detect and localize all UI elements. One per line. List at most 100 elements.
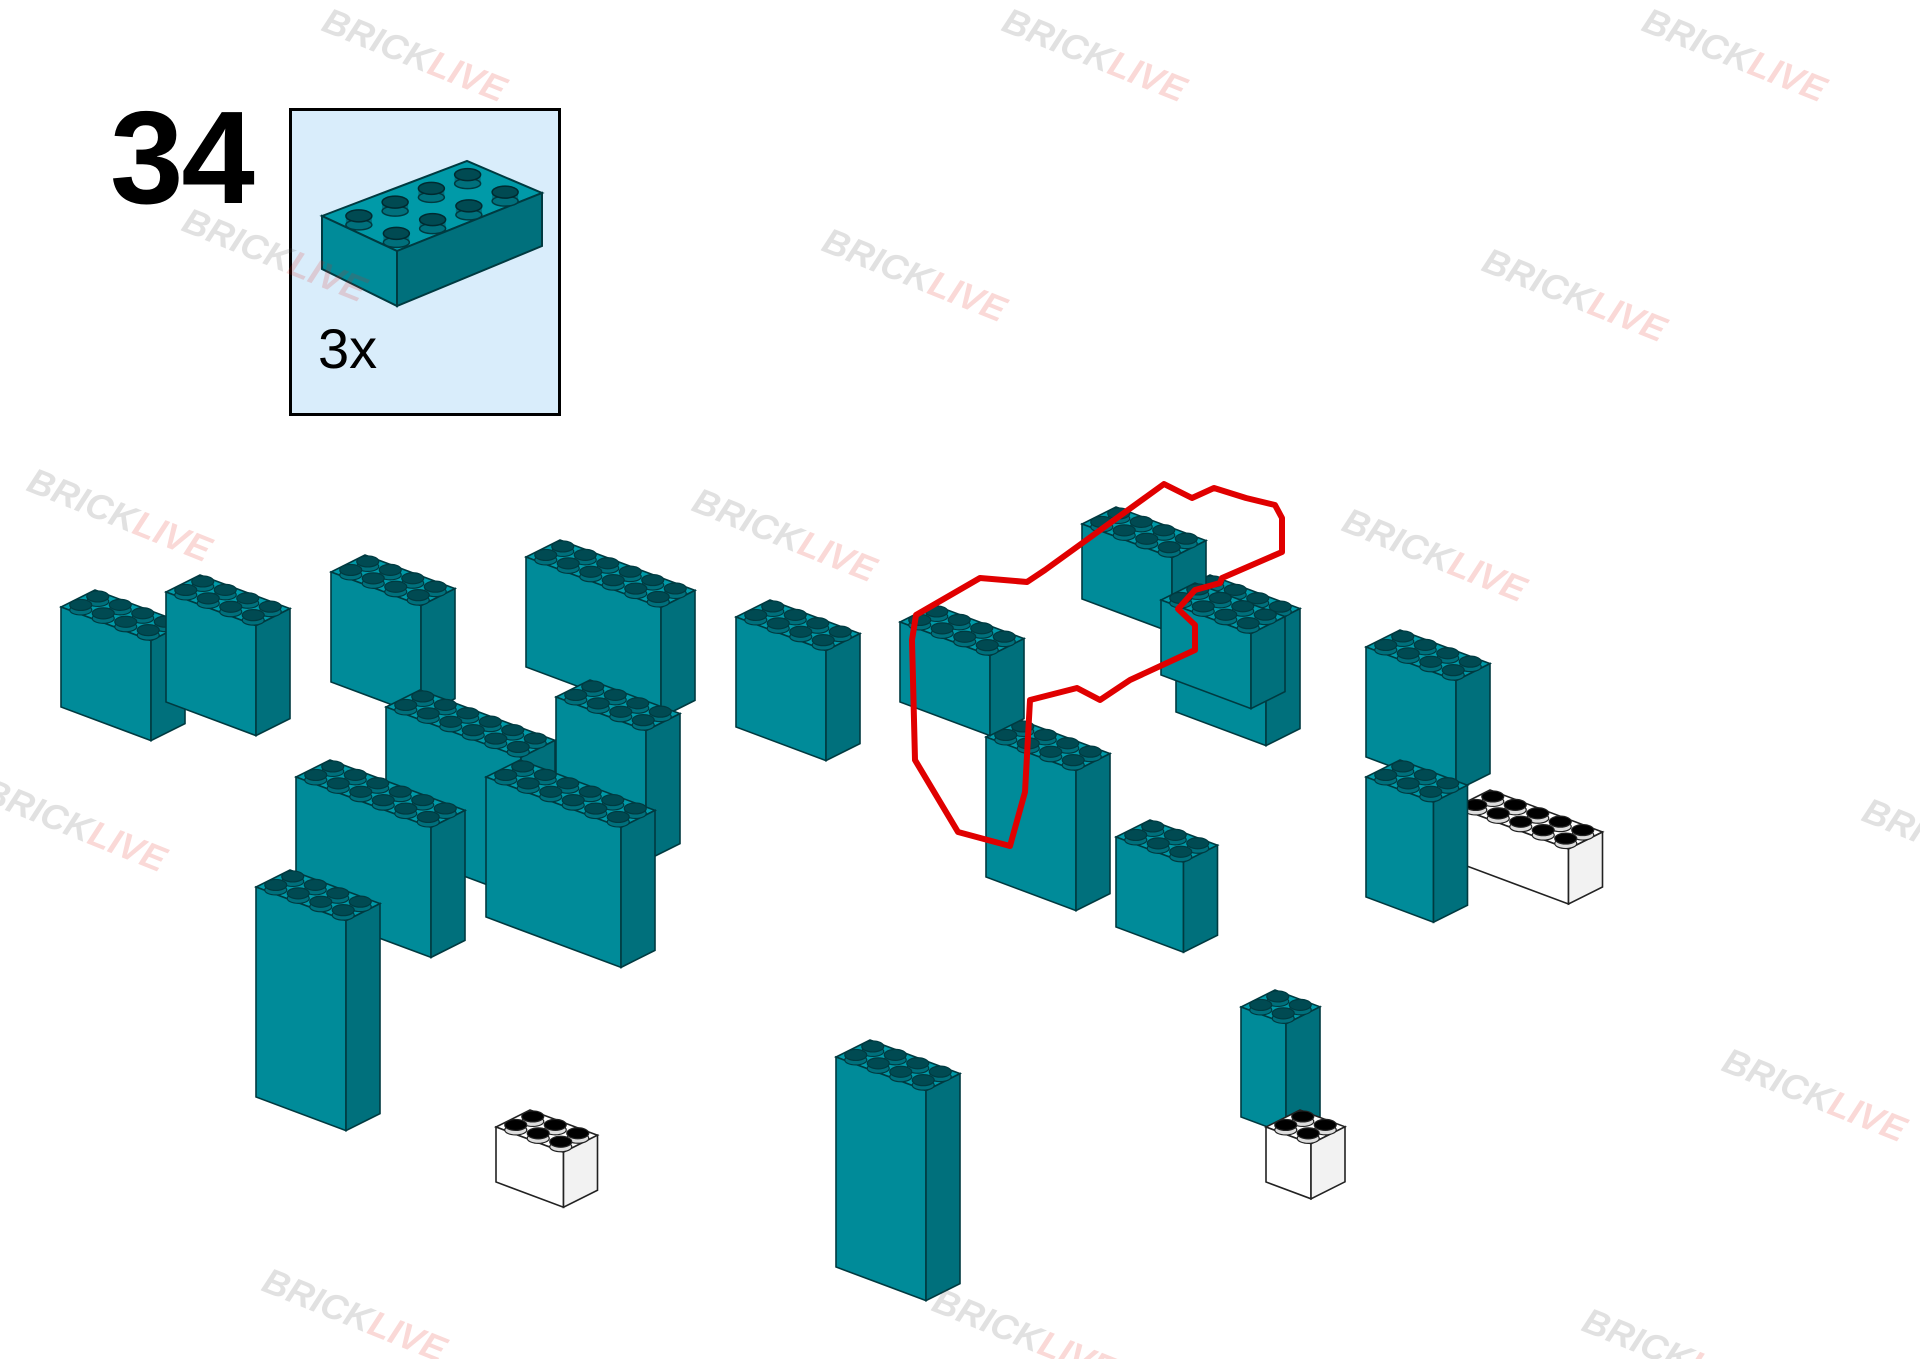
stud-icon	[1571, 823, 1595, 837]
stud-icon	[191, 575, 215, 588]
stud-icon	[811, 634, 835, 647]
stud-icon	[131, 607, 155, 620]
stud-icon	[1056, 737, 1080, 750]
stud-icon	[388, 785, 412, 798]
stud-icon	[236, 592, 260, 605]
stud-icon	[411, 793, 435, 807]
stud-icon	[930, 622, 954, 635]
watermark-logo: BRICKLIVE	[177, 199, 373, 310]
stud-icon	[478, 715, 502, 728]
stud-icon	[609, 705, 633, 718]
leg-brick-front-left	[253, 869, 383, 1132]
watermark-logo: BRICKLIVE	[257, 1259, 453, 1359]
stud-icon	[433, 698, 457, 711]
lower-brick-3	[1113, 819, 1220, 954]
stud-icon	[1223, 583, 1247, 596]
stud-icon	[641, 573, 665, 587]
stud-icon	[626, 697, 650, 710]
stud-icon	[1436, 777, 1460, 790]
stud-icon	[1288, 998, 1312, 1011]
stud-icon	[1163, 828, 1187, 841]
stud-icon	[789, 625, 813, 638]
stud-icon	[453, 167, 482, 182]
brick-2x4-icon	[319, 159, 545, 308]
stud-icon	[1208, 591, 1232, 604]
stud-icon	[603, 688, 627, 701]
stud-icon	[321, 760, 345, 773]
mid-brick-3	[983, 719, 1113, 912]
stud-icon	[406, 589, 430, 602]
stud-icon	[1291, 1110, 1315, 1123]
stud-icon	[1253, 608, 1277, 621]
stud-icon	[114, 615, 138, 628]
stud-icon	[1503, 798, 1527, 811]
stud-icon	[1296, 1127, 1320, 1140]
stud-icon	[1236, 617, 1260, 630]
stud-icon	[86, 590, 110, 603]
stud-icon	[1419, 785, 1443, 798]
stud-icon	[539, 785, 563, 798]
stud-icon	[382, 226, 411, 241]
stud-icon	[556, 557, 580, 570]
stud-icon	[844, 1048, 868, 1062]
stud-icon	[584, 802, 608, 815]
stud-icon	[326, 887, 350, 900]
stud-icon	[1313, 1118, 1337, 1131]
stud-icon	[1374, 638, 1398, 652]
new-bricks-highlight-outline	[909, 481, 1285, 849]
stud-icon	[303, 878, 327, 891]
stud-icon	[339, 563, 363, 577]
stud-icon	[970, 622, 994, 635]
stud-icon	[1441, 664, 1465, 677]
stud-icon	[371, 794, 395, 807]
new-brick-1	[897, 604, 1027, 737]
watermark-logo: BRICKLIVE	[997, 0, 1193, 110]
watermark-logo: BRICKLIVE	[317, 0, 513, 110]
stud-icon	[596, 557, 620, 570]
stud-icon	[241, 609, 265, 622]
stud-icon	[663, 582, 687, 595]
stud-icon	[866, 1057, 890, 1070]
stud-icon	[1266, 990, 1290, 1003]
stud-icon	[366, 777, 390, 790]
stud-icon	[783, 608, 807, 621]
stud-icon	[1481, 790, 1505, 803]
watermark-logo: BRICKLIVE	[1477, 239, 1673, 350]
stud-icon	[91, 607, 115, 620]
parts-callout: 3x	[289, 108, 561, 416]
stud-icon	[1146, 837, 1170, 850]
stud-icon	[521, 1110, 545, 1123]
watermark-logo: BRICKLIVE	[1717, 1039, 1913, 1150]
stud-icon	[975, 639, 999, 652]
stud-icon	[1112, 524, 1136, 537]
stud-icon	[174, 583, 198, 597]
stud-icon	[361, 572, 385, 585]
step-number: 34	[110, 84, 255, 231]
stud-icon	[573, 548, 597, 561]
stud-icon	[516, 777, 540, 790]
foot-brick-1	[493, 1109, 600, 1209]
stud-icon	[411, 690, 435, 703]
stud-icon	[378, 563, 402, 576]
stud-icon	[556, 777, 580, 790]
stud-icon	[461, 724, 485, 737]
stud-icon	[416, 810, 440, 824]
stud-icon	[1246, 592, 1270, 605]
watermark-logo: BRICKLIVE	[1637, 0, 1833, 110]
stud-icon	[1554, 832, 1578, 845]
watermark-logo: BRICKLIVE	[0, 769, 173, 880]
stud-icon	[1141, 820, 1165, 833]
stud-icon	[1458, 655, 1482, 668]
stud-icon	[561, 794, 585, 807]
stud-icon	[1152, 524, 1176, 537]
stud-icon	[1039, 745, 1063, 758]
jaw-brick-1	[1363, 759, 1470, 924]
stud-icon	[455, 199, 483, 213]
stud-icon	[349, 785, 373, 798]
stud-icon	[606, 810, 630, 824]
stud-icon	[1413, 768, 1437, 781]
stud-icon	[744, 608, 768, 622]
stud-icon	[1391, 630, 1415, 643]
stud-icon	[551, 540, 575, 553]
